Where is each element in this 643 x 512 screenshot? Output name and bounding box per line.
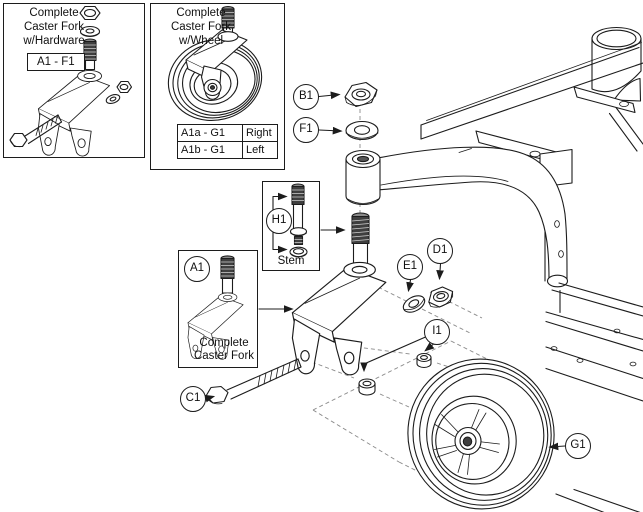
main-assembly-drawing (205, 81, 454, 405)
stem-cap-drawing (289, 246, 308, 258)
inset-wheel-kit (150, 3, 285, 170)
callout-f1: F1 (293, 117, 319, 143)
washer-drawing (79, 25, 101, 38)
caster-wheel-g1-drawing (407, 358, 555, 510)
callout-g1: G1 (565, 433, 591, 459)
spacer-drawing (358, 378, 376, 396)
inset-stem-kit (262, 181, 320, 271)
nut-b1-drawing (344, 81, 378, 108)
inset-wheel-drawing (167, 5, 263, 121)
frame-beam (420, 46, 640, 126)
h1-arrow (272, 231, 288, 254)
g1-arrow (548, 442, 566, 451)
part-number: A1b - G1 (177, 141, 243, 159)
table-row: A1a - G1 Right (177, 124, 278, 142)
stem-kit-caption: Stem (277, 255, 305, 267)
hex-nut-drawing (116, 80, 133, 94)
hex-nut-drawing (79, 5, 101, 21)
c1-arrow (204, 394, 216, 403)
i1-arrow (424, 342, 435, 352)
callout-d1: D1 (427, 238, 453, 264)
wheel-spokes-drawing (434, 409, 500, 475)
spacer-drawing (416, 352, 432, 369)
inset-fork-kit (178, 250, 258, 368)
callout-b1: B1 (293, 84, 319, 110)
part-side: Right (242, 124, 278, 142)
callout-a1: A1 (184, 256, 210, 282)
frame-drawing (376, 26, 643, 512)
table-row: A1b - G1 Left (177, 141, 278, 159)
callout-h1: H1 (266, 208, 292, 234)
part-side: Left (242, 141, 278, 159)
callout-c1: C1 (180, 386, 206, 412)
inset-hardware-drawing (9, 5, 133, 157)
frame-bracket (573, 86, 636, 114)
inset-stem-drawing (289, 183, 308, 258)
f1-arrow (318, 126, 343, 135)
wheel-kit-table: A1a - G1 Right A1b - G1 Left (177, 124, 278, 159)
frame-rails (545, 282, 643, 512)
frame-gusset (613, 77, 642, 102)
inset-fork-drawing (187, 255, 244, 360)
washer-e1-drawing (402, 295, 426, 313)
washer-f1-drawing (345, 120, 379, 141)
callout-i1: I1 (424, 319, 450, 345)
inset-hardware-kit (3, 3, 145, 158)
callout-e1: E1 (397, 254, 423, 280)
stem-receiver-drawing (345, 149, 381, 206)
axle-bolt-drawing (9, 114, 63, 148)
main-caster-fork-drawing (291, 261, 387, 376)
wheel-hub-drawing (454, 426, 482, 456)
i1-arrow (360, 336, 427, 373)
callout-arrows (204, 91, 566, 451)
wheel-kit-title: Complete Caster Fork w/Wheel (170, 7, 232, 47)
e1-arrow (406, 279, 414, 293)
part-number: A1a - G1 (177, 124, 243, 142)
d1-arrow (436, 263, 444, 281)
main-stem-drawing (351, 212, 370, 269)
washer-drawing (105, 93, 121, 105)
hardware-kit-title: Complete Caster Fork w/Hardware (23, 7, 85, 47)
b1-arrow (318, 91, 341, 100)
fork-kit-caption: Complete Caster Fork (193, 337, 255, 362)
frame-post (591, 37, 642, 93)
hardware-kit-range-label: A1 - F1 (27, 53, 85, 71)
nut-d1-drawing (428, 286, 454, 308)
h1-arrow (272, 192, 288, 211)
